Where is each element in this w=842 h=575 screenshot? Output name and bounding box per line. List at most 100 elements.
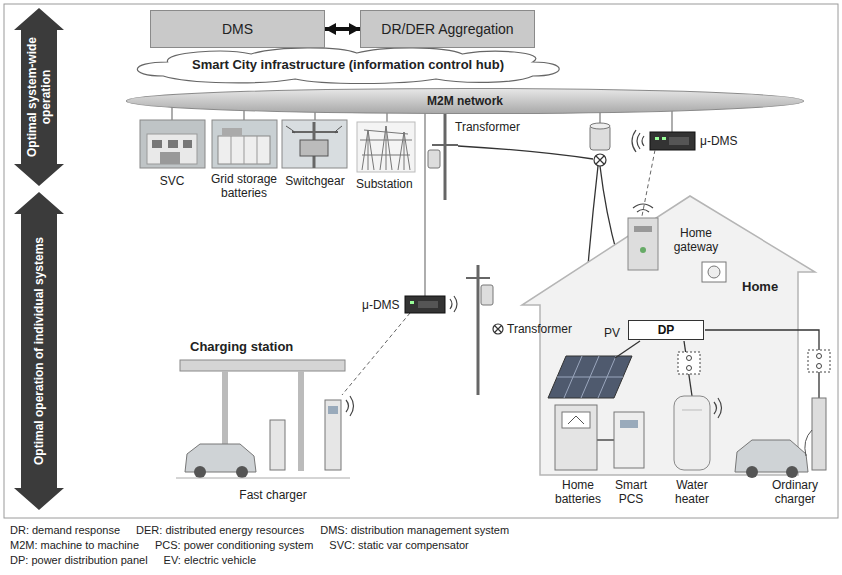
device-label: Substation: [356, 177, 413, 191]
device-label: SVC: [152, 174, 192, 188]
connector: [325, 27, 360, 31]
abbreviation-note: M2M: machine to machine: [10, 539, 139, 552]
pv-panel: [557, 356, 623, 398]
device-label: Grid storage batteries: [206, 172, 282, 200]
dashed-link: [342, 313, 410, 395]
home-battery: [555, 405, 597, 470]
pv-panel: [548, 356, 632, 398]
junction-symbol: [493, 324, 503, 334]
substation-drawing: [357, 122, 415, 172]
junction-symbol: [493, 324, 503, 334]
breaker-symbol: [817, 364, 822, 369]
utility-pole: [477, 265, 480, 395]
wireless-symbol: [714, 398, 722, 418]
battery-photo: [257, 136, 258, 164]
abbreviation-note: DMS: distribution management system: [320, 524, 509, 537]
wireless-symbol: [632, 130, 644, 152]
utility-pole: [444, 112, 447, 200]
device-label: PV: [604, 326, 620, 340]
utility-pole: [428, 112, 458, 200]
switchgear-photo: [292, 131, 338, 133]
mu-dms-device: [418, 301, 438, 308]
charging-station: [270, 420, 285, 470]
svc-photo: [140, 120, 205, 168]
node-text: Optimal operation of individual systems: [32, 207, 46, 495]
wireless-symbol: [450, 296, 457, 312]
ordinary-charger: [786, 466, 798, 478]
mu-dms-device: [655, 137, 659, 140]
utility-pole: [428, 150, 440, 168]
device-label: Smart PCS: [608, 478, 654, 506]
ordinary-charger: [735, 398, 826, 478]
scope-arrow: Optimal operation of individual systems: [14, 192, 64, 510]
wireless-symbol: [632, 130, 644, 152]
device-label: Transformer: [455, 120, 520, 134]
junction-symbol: [596, 156, 604, 164]
water-heater: [674, 396, 710, 470]
substation-drawing: [360, 130, 412, 155]
svc-photo: [152, 140, 162, 148]
utility-pole: [466, 277, 490, 279]
device-label: Water heater: [664, 478, 720, 506]
svc-photo: [183, 140, 192, 148]
home-gateway-device: [640, 247, 646, 253]
mu-dms-device: [669, 137, 689, 145]
home-gateway-device: [628, 218, 658, 270]
area-title: Charging station: [190, 340, 293, 354]
wireless-symbol: [346, 396, 354, 416]
mu-dms-device: [410, 301, 414, 304]
ordinary-charger: [812, 398, 826, 470]
abbreviation-note: DP: power distribution panel: [10, 554, 148, 567]
node-text: DMS: [222, 21, 253, 37]
wireless-symbol: [714, 398, 722, 418]
home-gateway-device: [628, 218, 658, 270]
charging-station: [194, 466, 206, 478]
substation-drawing: [357, 122, 415, 172]
junction-symbol: [495, 326, 502, 333]
panel-box: DP: [628, 320, 704, 340]
abbreviation-note: DER: distributed energy resources: [136, 524, 304, 537]
scope-arrow: Optimal system-wide operation: [14, 8, 64, 186]
abbreviation-note: SVC: static var compensator: [329, 539, 468, 552]
breaker-symbol: [678, 352, 700, 374]
switchgear-photo: [282, 120, 347, 168]
panel-wire: [615, 341, 640, 358]
device-label: Fast charger: [228, 488, 318, 502]
pv-panel: [548, 356, 632, 398]
utility-pole: [432, 144, 458, 146]
smart-pcs: [620, 420, 638, 428]
ordinary-charger: [735, 440, 808, 472]
breaker-symbol: [817, 354, 822, 359]
system-box: DMS: [150, 10, 325, 48]
ordinary-charger: [746, 466, 758, 478]
node-text: M2M network: [427, 94, 503, 108]
charging-station: [236, 466, 248, 478]
device-label: Home gateway: [664, 226, 728, 254]
svc-photo: [140, 120, 205, 168]
abbreviation-note: PCS: power conditioning system: [155, 539, 313, 552]
smart-pcs: [614, 412, 644, 468]
smart-meter: [702, 262, 726, 282]
wireless-symbol: [633, 204, 653, 212]
breaker-symbol: [678, 350, 830, 374]
smart-pcs: [614, 412, 644, 468]
node-text: DR/DER Aggregation: [381, 21, 513, 37]
legend-row: DP: power distribution panelEV: electric…: [10, 554, 256, 567]
substation-drawing: [362, 126, 410, 170]
mu-dms-device: [650, 132, 695, 150]
mu-dms-device: [405, 296, 445, 313]
charging-station: [180, 360, 345, 371]
home-battery: [555, 405, 597, 470]
pole-transformer: [590, 123, 610, 129]
wireless-symbol: [346, 396, 354, 416]
abbreviation-note: DR: demand response: [10, 524, 120, 537]
battery-photo: [212, 120, 277, 168]
pole-transformer: [590, 123, 610, 150]
switchgear-photo: [300, 140, 328, 156]
battery-photo: [222, 128, 242, 136]
svc-photo: [168, 140, 178, 148]
node-text: Smart City infrastructure (information c…: [192, 57, 504, 72]
battery-photo: [218, 136, 270, 164]
ordinary-charger: [805, 430, 812, 456]
